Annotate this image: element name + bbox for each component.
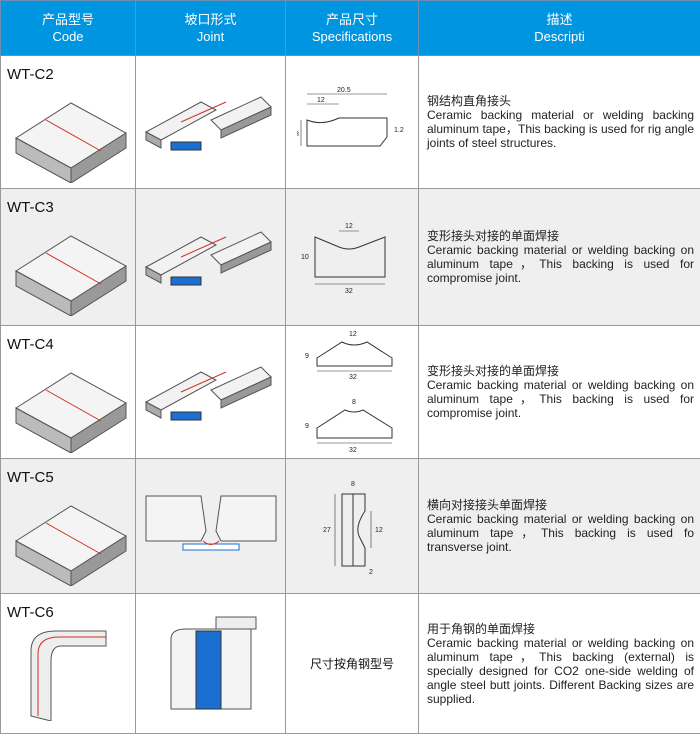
product-code: WT-C4 (7, 336, 135, 353)
product-image (11, 353, 131, 453)
dim-text: 12 (375, 527, 383, 534)
header-joint-cn: 坡口形式 (184, 12, 236, 27)
header-spec: 产品尺寸 Specifications (286, 1, 419, 56)
dim-text: 10 (301, 254, 309, 261)
header-joint-en: Joint (197, 29, 224, 44)
product-cell: WT-C6 (1, 594, 136, 734)
product-code: WT-C5 (7, 469, 135, 486)
header-code-en: Code (52, 29, 83, 44)
spec-drawing: 20.5 12 8 1.2 (286, 56, 419, 189)
dim-text: 8 (352, 399, 356, 406)
desc-cn: 钢结构直角接头 (427, 94, 694, 108)
header-code-cn: 产品型号 (42, 12, 94, 27)
dim-text: 27 (323, 527, 331, 534)
product-code: WT-C2 (7, 66, 135, 83)
product-image (11, 83, 131, 183)
desc-cn: 用于角钢的单面焊接 (427, 622, 694, 636)
dim-text: 32 (349, 447, 357, 454)
header-row: 产品型号 Code 坡口形式 Joint 产品尺寸 Specifications 描述… (1, 1, 700, 56)
dim-text: 8 (351, 481, 355, 488)
header-desc: 描述 Descripti (419, 1, 700, 56)
product-cell: WT-C4 (1, 326, 136, 459)
spec-drawing: 12 9 32 8 9 32 (286, 326, 419, 459)
dim-text: 9 (305, 353, 309, 360)
header-code: 产品型号 Code (1, 1, 136, 56)
header-spec-en: Specifications (312, 29, 392, 44)
joint-image (136, 594, 286, 734)
dim-text: 8 (297, 131, 299, 138)
product-cell: WT-C5 (1, 459, 136, 594)
desc-cn: 变形接头对接的单面焊接 (427, 364, 694, 378)
product-cell: WT-C2 (1, 56, 136, 189)
dim-text: 32 (345, 288, 353, 295)
product-cell: WT-C3 (1, 189, 136, 326)
header-spec-cn: 产品尺寸 (326, 12, 378, 27)
header-joint: 坡口形式 Joint (136, 1, 286, 56)
desc-en: Ceramic backing material or welding back… (427, 243, 694, 285)
joint-image (136, 326, 286, 459)
dim-text: 20.5 (337, 87, 351, 94)
product-image (11, 486, 131, 586)
desc-cn: 横向对接接头单面焊接 (427, 498, 694, 512)
dim-text: 12 (345, 223, 353, 230)
joint-image (136, 56, 286, 189)
desc-en: Ceramic backing material or welding back… (427, 378, 694, 420)
joint-image (136, 459, 286, 594)
desc-en: Ceramic backing material or welding back… (427, 636, 694, 706)
dim-text: 9 (305, 423, 309, 430)
spec-text: 尺寸按角钢型号 (310, 657, 394, 671)
spec-drawing: 尺寸按角钢型号 (286, 594, 419, 734)
joint-image (136, 189, 286, 326)
dim-text: 32 (349, 374, 357, 381)
spec-drawing: 12 10 32 (286, 189, 419, 326)
product-code: WT-C3 (7, 199, 135, 216)
dim-text: 2 (369, 569, 373, 576)
header-desc-cn: 描述 (546, 12, 572, 27)
desc-cn: 变形接头对接的单面焊接 (427, 229, 694, 243)
desc-en: Ceramic backing material or welding back… (427, 108, 694, 150)
header-desc-en: Descripti (534, 29, 585, 44)
product-code: WT-C6 (7, 604, 135, 621)
product-image (11, 621, 131, 721)
dim-text: 12 (317, 97, 325, 104)
spec-drawing: 8 27 12 2 (286, 459, 419, 594)
product-image (11, 216, 131, 316)
dim-text: 12 (349, 331, 357, 338)
dim-text: 1.2 (394, 127, 404, 134)
desc-en: Ceramic backing material or welding back… (427, 512, 694, 554)
